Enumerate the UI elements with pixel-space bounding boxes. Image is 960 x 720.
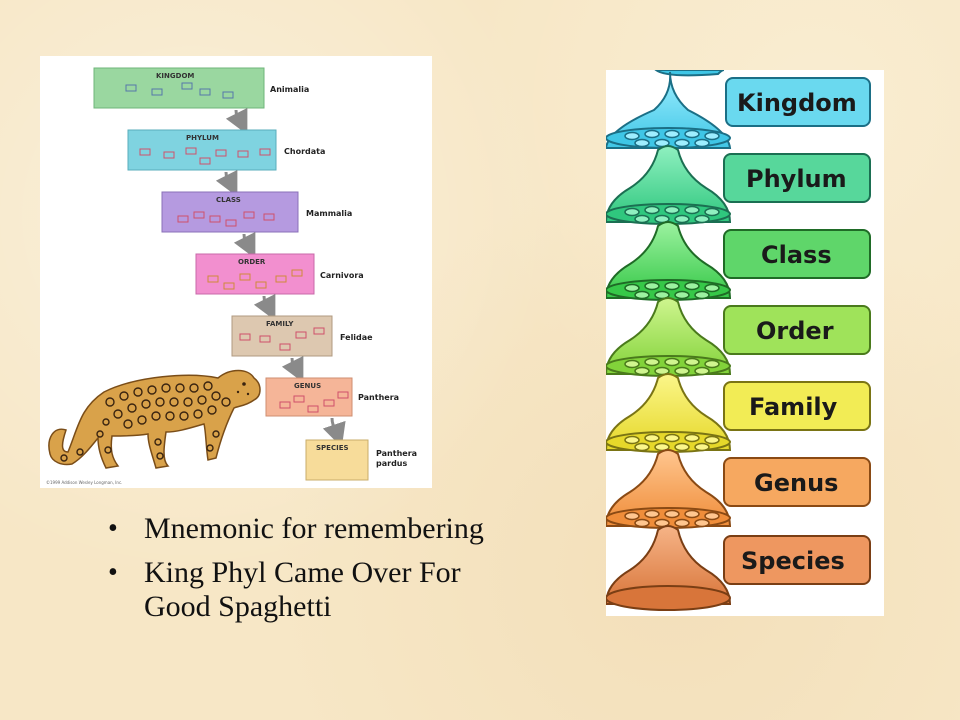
kingdom-box-title: KINGDOM xyxy=(156,72,194,80)
rank-class-box xyxy=(723,229,871,279)
rank-family: Family xyxy=(606,373,871,453)
rank-order-label: Order xyxy=(756,317,834,345)
species-name-line1: Panthera xyxy=(376,449,417,458)
rank-order: Order xyxy=(606,297,871,377)
ranks-diagram-canvas: Kingdom Phylum Class xyxy=(606,70,871,611)
genus-box-title: GENUS xyxy=(294,382,321,390)
class-name: Mammalia xyxy=(306,209,352,218)
rank-species-box xyxy=(723,535,871,585)
level-genus: GENUS Panthera xyxy=(265,377,399,417)
bullet-marker: • xyxy=(108,513,118,544)
rank-phylum: Phylum xyxy=(606,145,871,225)
rank-species: Species xyxy=(606,525,871,611)
bullet-item: • Mnemonic for remembering xyxy=(108,512,578,546)
rank-species-label: Species xyxy=(741,547,845,575)
class-box xyxy=(161,191,299,233)
rank-genus-label: Genus xyxy=(754,469,838,497)
level-kingdom: KINGDOM Animalia xyxy=(93,67,309,109)
rank-genus-box xyxy=(723,457,871,507)
copyright-notice: ©1999 Addison Wesley Longman, Inc. xyxy=(46,480,122,485)
level-species: SPECIES Panthera pardus xyxy=(305,439,417,481)
rank-kingdom-box xyxy=(725,77,871,127)
genus-name: Panthera xyxy=(358,393,399,402)
phylum-name: Chordata xyxy=(284,147,325,156)
taxonomic-ranks-diagram: Kingdom Phylum Class xyxy=(606,70,884,616)
bullet-text-line1: King Phyl Came Over For xyxy=(144,556,461,589)
level-phylum: PHYLUM Chordata xyxy=(127,129,325,171)
phylum-box xyxy=(127,129,277,171)
level-class: CLASS Mammalia xyxy=(161,191,352,233)
taxonomy-hierarchy-diagram: KINGDOM Animalia PHYLUM Chorda xyxy=(40,56,432,488)
bullet-marker: • xyxy=(108,557,118,588)
species-box xyxy=(305,439,369,481)
family-box-title: FAMILY xyxy=(266,320,294,328)
rank-phylum-box xyxy=(723,153,871,203)
level-order: ORDER Carnivora xyxy=(195,253,364,295)
bullet-item: • King Phyl Came Over For Good Spaghetti xyxy=(108,556,578,624)
leopard-illustration xyxy=(48,369,261,469)
rank-family-box xyxy=(723,381,871,431)
kingdom-box xyxy=(93,67,265,109)
phylum-box-title: PHYLUM xyxy=(186,134,219,142)
family-name: Felidae xyxy=(340,333,373,342)
class-box-title: CLASS xyxy=(216,196,241,204)
order-box-title: ORDER xyxy=(238,258,266,266)
family-box xyxy=(231,315,333,357)
rank-kingdom: Kingdom xyxy=(606,71,871,149)
level-family: FAMILY Felidae xyxy=(231,315,373,357)
species-box-title: SPECIES xyxy=(316,444,349,452)
rank-order-box xyxy=(723,305,871,355)
order-name: Carnivora xyxy=(320,271,364,280)
mnemonic-bullet-list: • Mnemonic for remembering • King Phyl C… xyxy=(108,512,578,634)
rank-phylum-label: Phylum xyxy=(746,165,847,193)
bullet-text-line1: Mnemonic for remembering xyxy=(144,512,484,545)
rank-kingdom-label: Kingdom xyxy=(737,89,857,117)
species-name-line2: pardus xyxy=(376,459,407,468)
rank-genus: Genus xyxy=(606,449,871,529)
order-box xyxy=(195,253,315,295)
rank-class-label: Class xyxy=(761,241,832,269)
taxonomy-diagram-canvas: KINGDOM Animalia PHYLUM Chorda xyxy=(46,67,417,485)
bullet-text-line2: Good Spaghetti xyxy=(144,590,332,623)
rank-class: Class xyxy=(606,221,871,301)
kingdom-name: Animalia xyxy=(270,85,309,94)
rank-family-label: Family xyxy=(749,393,838,421)
